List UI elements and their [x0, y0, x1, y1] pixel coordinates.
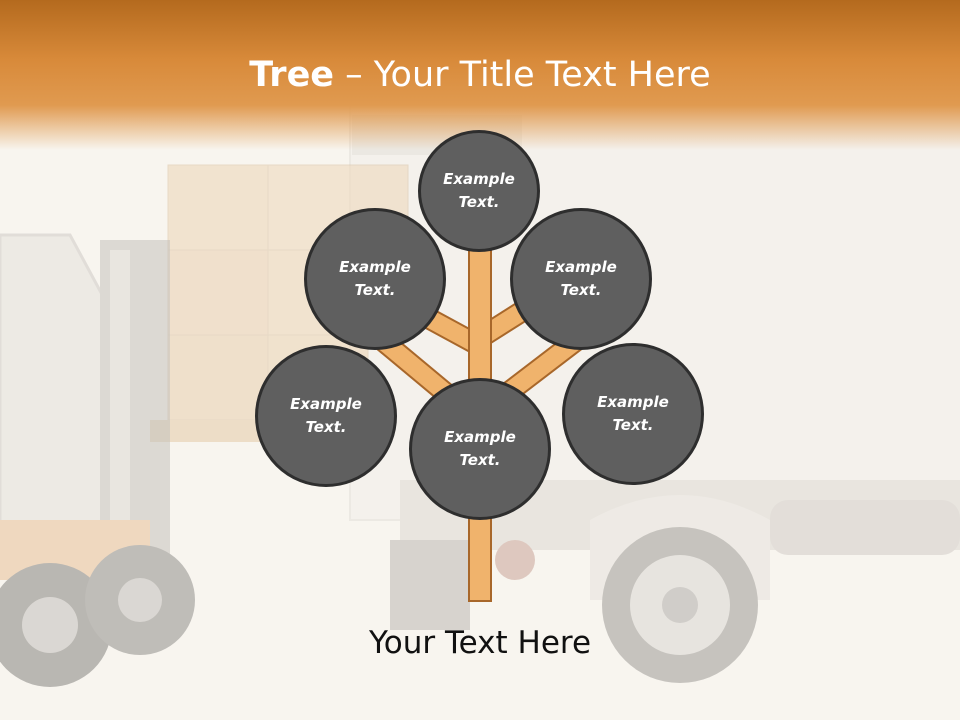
tree-node-upper-left[interactable]: Example Text. [304, 208, 446, 350]
title-bar: Tree – Your Title Text Here [0, 0, 960, 150]
title-bold: Tree [249, 55, 335, 95]
node-label: Example Text. [597, 393, 669, 434]
node-label: Example Text. [339, 258, 411, 299]
node-label: Example Text. [444, 428, 516, 469]
forklift-illustration [0, 233, 195, 687]
node-label: Example Text. [545, 258, 617, 299]
tree-node-lower-left[interactable]: Example Text. [255, 345, 397, 487]
node-label: Example Text. [290, 395, 362, 436]
tree-node-lower-right[interactable]: Example Text. [562, 343, 704, 485]
node-label: Example Text. [443, 170, 515, 211]
slide-title: Tree – Your Title Text Here [0, 52, 960, 98]
tree-node-top[interactable]: Example Text. [418, 130, 540, 252]
caption-text: Your Text Here [368, 625, 592, 661]
title-rest: – Your Title Text Here [334, 55, 711, 95]
tree-node-upper-right[interactable]: Example Text. [510, 208, 652, 350]
tree-node-center[interactable]: Example Text. [409, 378, 551, 520]
